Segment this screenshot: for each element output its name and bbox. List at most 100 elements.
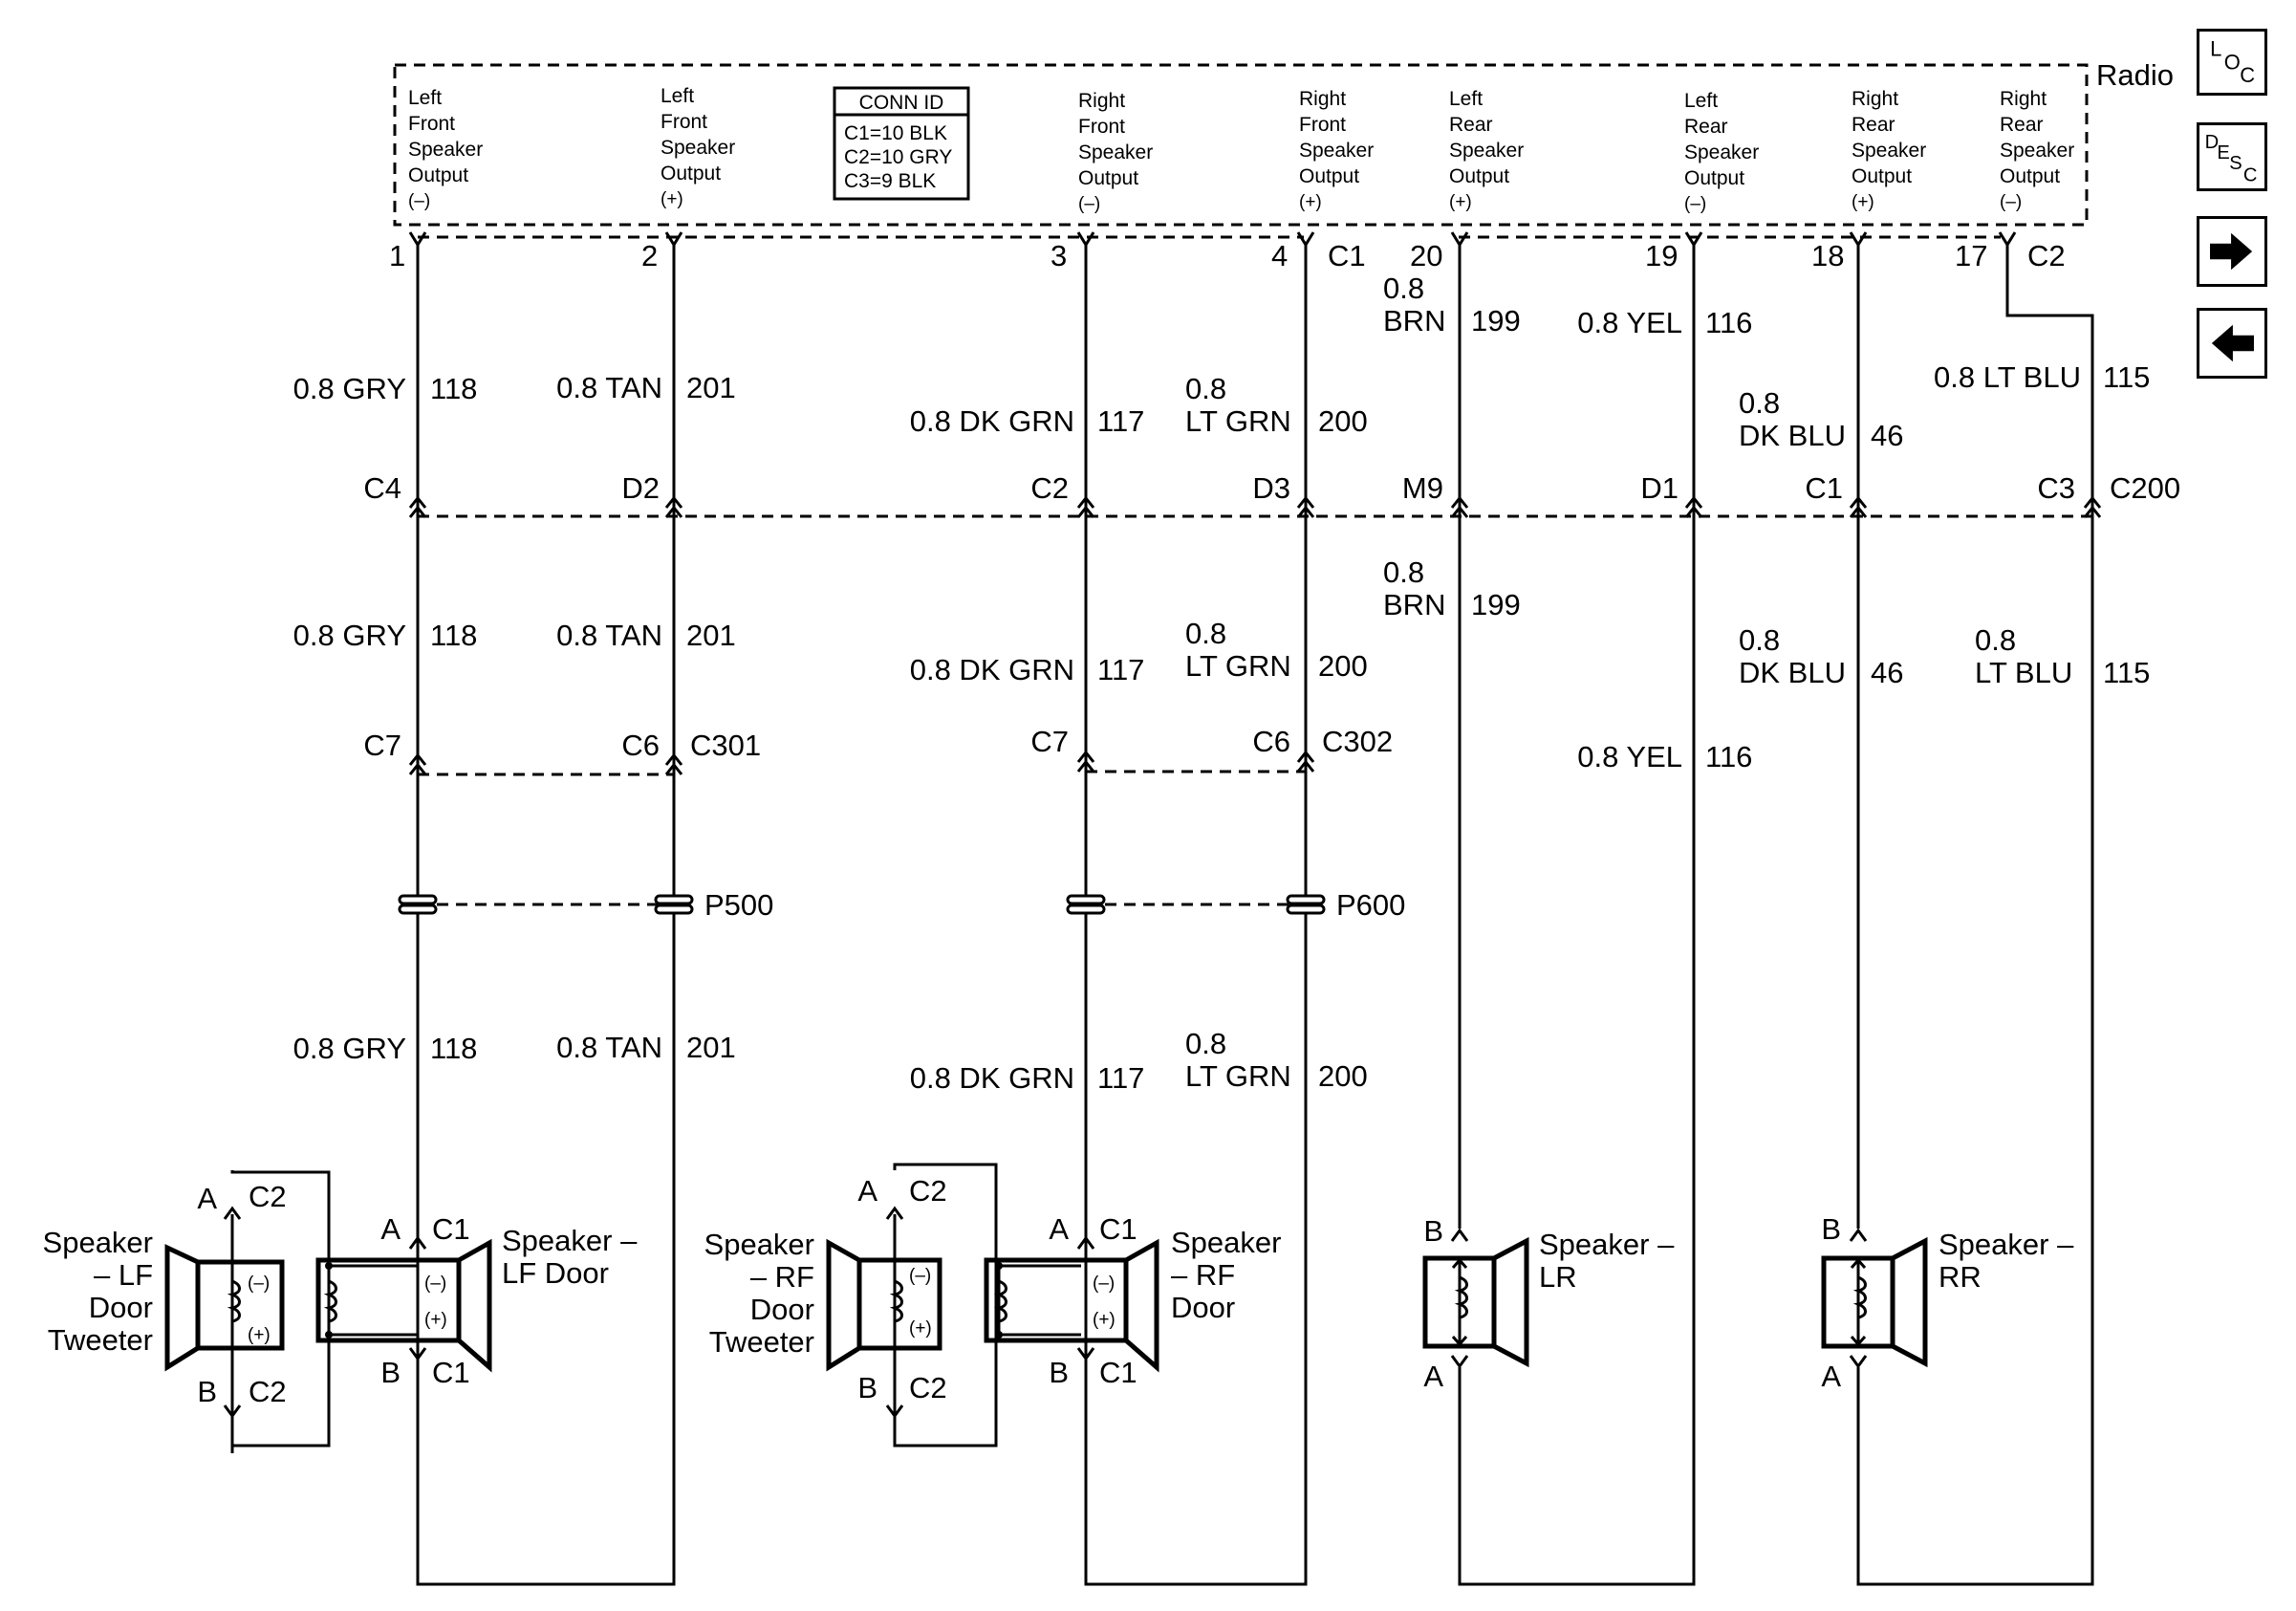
pin-number: 17 xyxy=(1955,239,1987,272)
output-label: Left Front Speaker Output (–) xyxy=(408,87,483,211)
svg-text:46: 46 xyxy=(1871,419,1903,452)
svg-text:Output: Output xyxy=(661,163,721,185)
svg-text:0.8 LT BLU: 0.8 LT BLU xyxy=(1934,360,2081,394)
svg-text:117: 117 xyxy=(1097,653,1144,686)
wire-116 xyxy=(1458,244,1696,1586)
svg-text:(+): (+) xyxy=(248,1325,271,1345)
svg-text:Output: Output xyxy=(1852,165,1912,187)
svg-text:C: C xyxy=(2240,63,2255,87)
svg-text:Speaker –: Speaker – xyxy=(1539,1228,1675,1261)
svg-text:Output: Output xyxy=(408,164,468,186)
svg-text:Speaker: Speaker xyxy=(1684,142,1759,163)
radio-label: Radio xyxy=(2096,58,2174,92)
svg-text:A: A xyxy=(1423,1360,1443,1393)
wire-label: 0.8 LT BLU 115 xyxy=(1975,623,2150,689)
svg-text:Door: Door xyxy=(750,1293,814,1326)
svg-text:115: 115 xyxy=(2103,360,2150,394)
svg-text:B: B xyxy=(1423,1214,1443,1248)
svg-text:0.8: 0.8 xyxy=(1975,623,2016,657)
svg-text:(+): (+) xyxy=(909,1318,932,1339)
previous-page-button[interactable] xyxy=(2197,308,2267,379)
c302-pin-a: C7 xyxy=(1030,725,1069,758)
svg-text:Rear: Rear xyxy=(1449,114,1493,136)
svg-text:D2: D2 xyxy=(621,471,660,505)
svg-text:LT GRN: LT GRN xyxy=(1185,649,1291,683)
c302-pin-b: C6 xyxy=(1252,725,1290,758)
svg-text:200: 200 xyxy=(1318,404,1368,438)
svg-text:0.8 DK GRN: 0.8 DK GRN xyxy=(910,1061,1074,1095)
svg-text:LT GRN: LT GRN xyxy=(1185,404,1291,438)
svg-text:Door: Door xyxy=(89,1291,153,1324)
svg-text:L: L xyxy=(2210,37,2221,61)
output-label: Left Rear Speaker Output (–) xyxy=(1684,90,1759,214)
radio-pin-chevrons xyxy=(408,231,2017,248)
svg-text:46: 46 xyxy=(1871,656,1903,689)
svg-text:(+): (+) xyxy=(661,189,683,209)
wire-label: 0.8 GRY 118 xyxy=(293,1032,478,1065)
svg-text:S: S xyxy=(2229,153,2242,174)
c301-pin-a: C7 xyxy=(363,729,401,762)
svg-text:LF Door: LF Door xyxy=(502,1256,609,1290)
conn-id-c3: C3=9 BLK xyxy=(844,170,936,192)
svg-text:(–): (–) xyxy=(424,1274,446,1294)
svg-text:A: A xyxy=(197,1182,217,1215)
svg-text:0.8 YEL: 0.8 YEL xyxy=(1577,306,1682,339)
wire-label: 0.8 DK BLU 46 xyxy=(1739,386,1903,452)
desc-icon: D E S C xyxy=(2205,132,2258,186)
svg-text:0.8 GRY: 0.8 GRY xyxy=(293,1032,406,1065)
svg-text:D3: D3 xyxy=(1252,471,1290,505)
svg-text:0.8: 0.8 xyxy=(1739,386,1780,420)
svg-text:B: B xyxy=(1821,1212,1841,1246)
conn-id-title: CONN ID xyxy=(859,92,944,114)
svg-text:A: A xyxy=(1049,1212,1069,1246)
wire-label: 0.8 YEL 116 xyxy=(1577,740,1752,773)
c301-label: C301 xyxy=(690,729,761,762)
svg-text:Speaker: Speaker xyxy=(1852,140,1926,162)
radio-box xyxy=(393,63,2089,227)
desc-button[interactable]: D E S C xyxy=(2197,122,2267,191)
svg-text:LR: LR xyxy=(1539,1260,1577,1294)
svg-text:(–): (–) xyxy=(408,191,430,211)
svg-text:Right: Right xyxy=(1852,88,1898,110)
pin-number: 3 xyxy=(1051,239,1067,272)
svg-text:(–): (–) xyxy=(1093,1274,1115,1294)
svg-text:Speaker: Speaker xyxy=(1078,142,1153,163)
output-label: Right Front Speaker Output (–) xyxy=(1078,90,1153,214)
wire-label: 0.8 TAN 201 xyxy=(556,619,736,652)
svg-text:Right: Right xyxy=(1299,88,1346,110)
wire-label: 0.8 GRY 118 xyxy=(293,619,478,652)
svg-text:0.8: 0.8 xyxy=(1185,1027,1226,1060)
pin-number: 20 xyxy=(1410,239,1442,272)
wire-label: 0.8 GRY 118 xyxy=(293,372,478,405)
svg-text:A: A xyxy=(857,1174,877,1208)
radio-connector-c1: C1 xyxy=(1328,239,1366,272)
svg-text:Front: Front xyxy=(1299,114,1346,136)
svg-text:Left: Left xyxy=(1449,88,1483,110)
svg-text:C2: C2 xyxy=(249,1375,287,1408)
svg-text:Speaker: Speaker xyxy=(1171,1226,1281,1259)
next-page-button[interactable] xyxy=(2197,216,2267,287)
svg-text:(–): (–) xyxy=(1684,194,1706,214)
svg-text:(+): (+) xyxy=(1449,192,1472,212)
svg-text:Speaker –: Speaker – xyxy=(1939,1228,2074,1261)
wire-label: 0.8 TAN 201 xyxy=(556,371,736,404)
svg-text:0.8 GRY: 0.8 GRY xyxy=(293,372,406,405)
conn-id-box: CONN ID C1=10 BLK C2=10 GRY C3=9 BLK xyxy=(833,86,970,201)
speaker-lf-tweeter: (–) (+) A C2 B C2 Speaker – LF Door Twee… xyxy=(43,1170,331,1453)
svg-text:C3: C3 xyxy=(2037,471,2075,505)
svg-text:C1: C1 xyxy=(432,1356,470,1389)
wire-115 xyxy=(1856,507,2094,1586)
svg-text:– RF: – RF xyxy=(750,1260,814,1294)
svg-text:O: O xyxy=(2224,50,2241,74)
pin-number: 19 xyxy=(1645,239,1678,272)
svg-text:118: 118 xyxy=(430,619,477,652)
svg-text:B: B xyxy=(380,1356,401,1389)
svg-text:0.8: 0.8 xyxy=(1185,617,1226,650)
svg-text:Output: Output xyxy=(1078,167,1138,189)
conn-id-c1: C1=10 BLK xyxy=(844,122,947,144)
loc-button[interactable]: L O C xyxy=(2197,29,2267,96)
speaker-lr: B A Speaker – LR xyxy=(1422,1214,1675,1393)
svg-text:200: 200 xyxy=(1318,1059,1368,1093)
wire-label: 0.8 DK BLU 46 xyxy=(1739,623,1903,689)
pin-number: 4 xyxy=(1271,239,1288,272)
